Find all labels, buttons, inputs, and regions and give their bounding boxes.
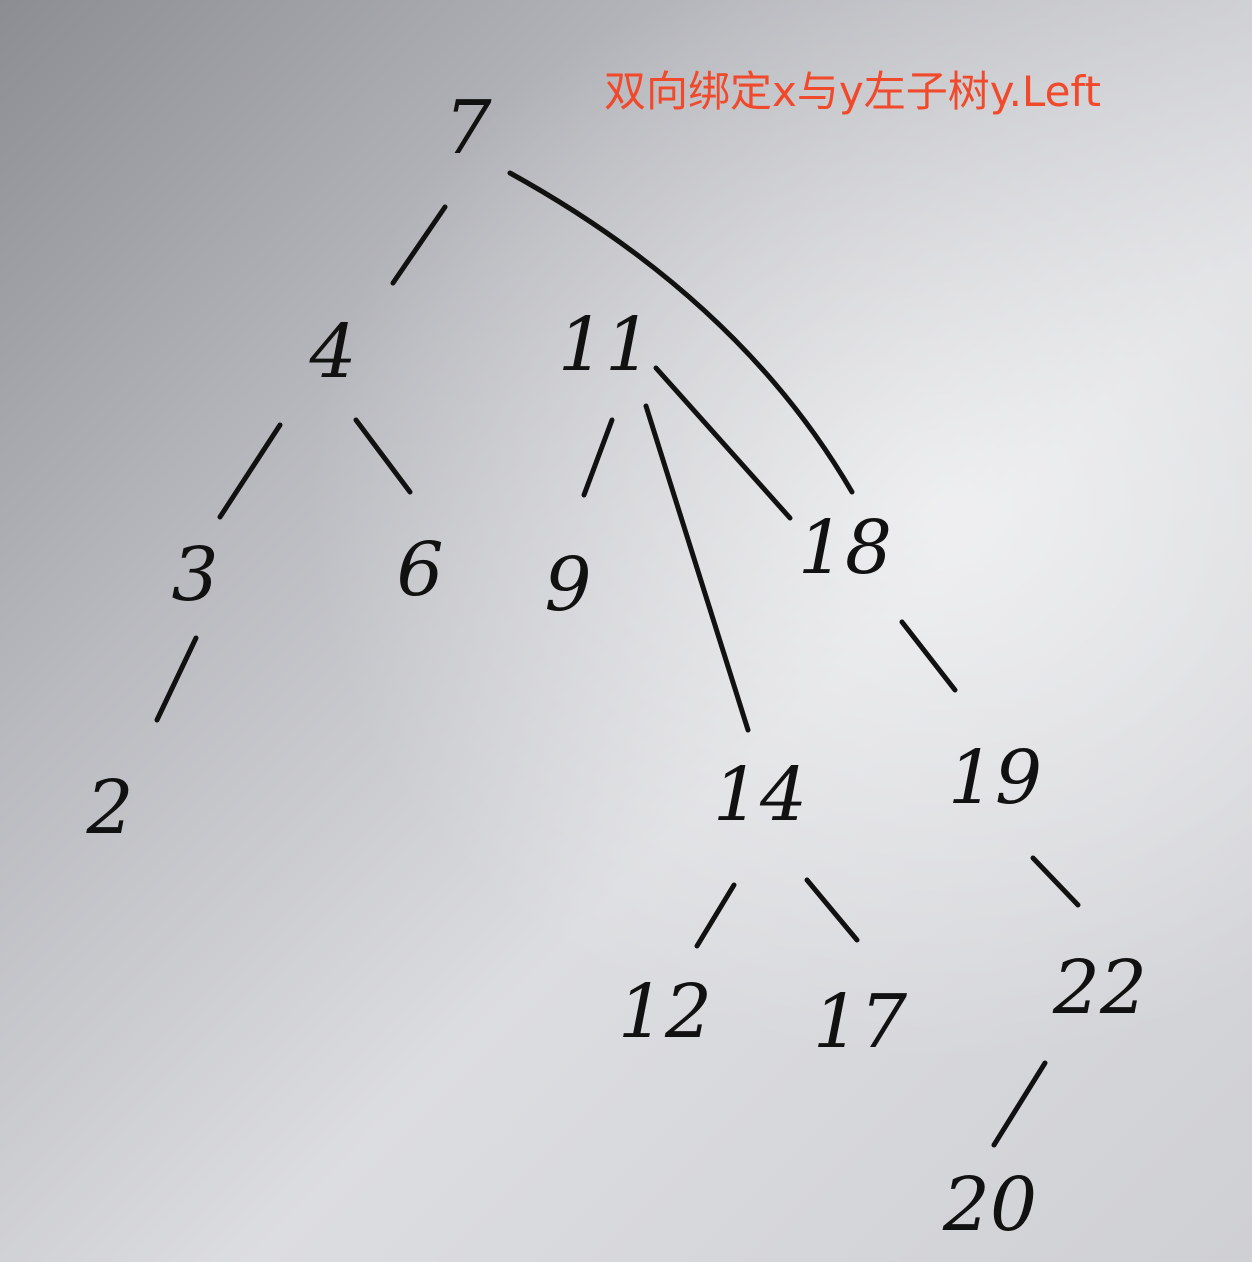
node-4: 4 [308, 309, 356, 395]
edge-n19-n22 [1030, 855, 1081, 908]
node-9: 9 [544, 542, 591, 628]
nodes-layer: 7 4 11 18 3 6 9 14 19 2 12 17 22 20 [85, 85, 1147, 1248]
node-20: 20 [942, 1162, 1037, 1248]
edge-n7-n18 [507, 170, 855, 495]
edge-n4-n3 [217, 422, 283, 520]
node-2: 2 [85, 765, 133, 851]
node-11: 11 [558, 302, 652, 388]
edge-n11-n9 [581, 417, 615, 498]
node-12: 12 [618, 969, 712, 1055]
edge-n11-n14 [643, 403, 751, 733]
node-14: 14 [713, 752, 807, 838]
node-3: 3 [171, 532, 218, 618]
edge-n7-n4 [390, 204, 448, 286]
edge-n3-n2 [154, 635, 199, 723]
node-7: 7 [444, 85, 491, 171]
edge-n14-n12 [694, 882, 737, 949]
node-17: 17 [813, 979, 907, 1065]
caption-text: 双向绑定x与y左子树y.Left [604, 67, 1101, 116]
node-22: 22 [1052, 945, 1147, 1031]
edge-n18-n19 [899, 619, 958, 693]
edge-n14-n17 [804, 877, 860, 943]
edge-n4-n6 [353, 417, 413, 495]
node-19: 19 [948, 735, 1042, 821]
edges-layer [154, 170, 1081, 1148]
node-18: 18 [798, 505, 892, 591]
edge-n22-n20 [991, 1060, 1048, 1148]
node-6: 6 [396, 527, 443, 613]
edge-n11-n18 [653, 365, 793, 521]
